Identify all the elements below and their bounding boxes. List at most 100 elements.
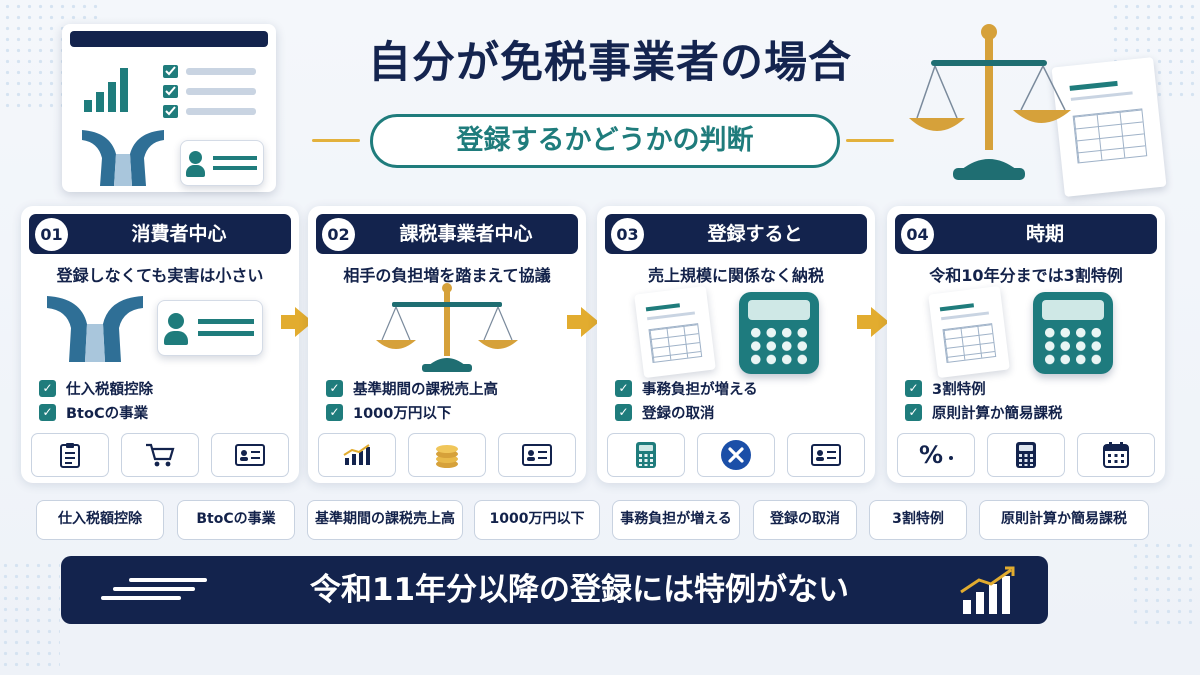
check-item: ✓事務負担が増える bbox=[615, 376, 758, 400]
calendar-icon-button[interactable] bbox=[1077, 433, 1155, 477]
checkbox-icon: ✓ bbox=[39, 379, 56, 397]
check-list: ✓事務負担が増える ✓登録の取消 bbox=[615, 376, 758, 424]
id-card-icon-button[interactable] bbox=[211, 433, 289, 477]
card-header: 02 課税事業者中心 bbox=[316, 214, 578, 254]
calculator-icon bbox=[739, 292, 819, 374]
check-item: ✓基準期間の課税売上高 bbox=[326, 376, 498, 400]
checkbox-icon: ✓ bbox=[326, 379, 343, 397]
check-item: ✓1000万円以下 bbox=[326, 400, 498, 424]
tag-chip: 登録の取消 bbox=[753, 500, 857, 540]
balance-scale-icon bbox=[909, 24, 1071, 180]
split-road-icon bbox=[82, 130, 164, 186]
check-list: ✓仕入税額控除 ✓BtoCの事業 bbox=[39, 376, 153, 424]
checkbox-icon: ✓ bbox=[39, 403, 56, 421]
check-list: ✓3割特例 ✓原則計算か簡易課税 bbox=[905, 376, 1063, 424]
step-illustration bbox=[308, 283, 586, 378]
dot-icon bbox=[949, 456, 954, 460]
coins-icon bbox=[436, 445, 458, 468]
clipboard-icon bbox=[60, 443, 80, 468]
tag-chip: 3割特例 bbox=[869, 500, 967, 540]
step-title: 課税事業者中心 bbox=[399, 223, 533, 245]
step-number: 01 bbox=[35, 218, 68, 251]
check-item: ✓3割特例 bbox=[905, 376, 1063, 400]
step-card-03: 03 登録すると 売上規模に関係なく納税 ✓事務負担が増える ✓登録の取消 bbox=[597, 206, 875, 483]
tag-chip: 原則計算か簡易課税 bbox=[979, 500, 1149, 540]
icon-row bbox=[607, 433, 865, 479]
coins-icon-button[interactable] bbox=[408, 433, 486, 477]
id-card-icon bbox=[522, 444, 552, 466]
page-subtitle: 登録するかどうかの判断 bbox=[370, 114, 840, 168]
percent-icon-button[interactable]: % bbox=[897, 433, 975, 477]
step-subtitle: 相手の負担増を踏まえて協議 bbox=[343, 266, 551, 285]
step-title: 登録すると bbox=[707, 223, 803, 245]
check-item: ✓原則計算か簡易課税 bbox=[905, 400, 1063, 424]
flow-arrow-icon bbox=[581, 307, 599, 337]
checkbox-icon: ✓ bbox=[615, 379, 632, 397]
tag-chip: 仕入税額控除 bbox=[36, 500, 164, 540]
tag-chip: BtoCの事業 bbox=[177, 500, 295, 540]
card-header: 03 登録すると bbox=[605, 214, 867, 254]
calculator-icon bbox=[1033, 292, 1113, 374]
calculator-icon-button[interactable] bbox=[987, 433, 1065, 477]
step-number: 04 bbox=[901, 218, 934, 251]
id-card-icon-button[interactable] bbox=[787, 433, 865, 477]
icon-row bbox=[31, 433, 289, 479]
step-card-04: 04 時期 令和10年分までは3割特例 ✓3割特例 ✓原則計算か簡易課税 % bbox=[887, 206, 1165, 483]
bar-chart-icon bbox=[84, 65, 256, 118]
clipboard-icon-button[interactable] bbox=[31, 433, 109, 477]
document-icon bbox=[634, 285, 716, 379]
icon-row: % bbox=[897, 433, 1155, 479]
banner-message: 令和11年分以降の登録には特例がない bbox=[309, 572, 850, 608]
step-number: 02 bbox=[322, 218, 355, 251]
calculator-icon bbox=[1016, 442, 1036, 468]
balance-scale-icon bbox=[376, 283, 518, 372]
tag-chip: 事務負担が増える bbox=[612, 500, 740, 540]
id-card-icon bbox=[235, 444, 265, 466]
step-subtitle: 売上規模に関係なく納税 bbox=[647, 266, 824, 285]
bar-chart-icon bbox=[343, 444, 370, 465]
step-illustration bbox=[597, 285, 875, 379]
step-number: 03 bbox=[611, 218, 644, 251]
cancel-x-icon bbox=[721, 440, 751, 470]
check-item: ✓BtoCの事業 bbox=[39, 400, 153, 424]
document-icon bbox=[928, 285, 1010, 379]
icon-row bbox=[318, 433, 576, 479]
calculator-icon-button[interactable] bbox=[607, 433, 685, 477]
id-card-icon bbox=[157, 300, 263, 356]
speed-lines-icon bbox=[101, 578, 207, 600]
checkbox-icon: ✓ bbox=[615, 403, 632, 421]
step-card-01: 01 消費者中心 登録しなくても実害は小さい ✓仕入税額控除 ✓BtoCの事業 bbox=[21, 206, 299, 483]
step-illustration bbox=[887, 285, 1165, 379]
id-card-icon bbox=[811, 444, 841, 466]
flow-arrow bbox=[857, 315, 871, 329]
checkbox-icon: ✓ bbox=[905, 403, 922, 421]
step-subtitle: 登録しなくても実害は小さい bbox=[56, 266, 264, 285]
flow-arrow-icon bbox=[871, 307, 889, 337]
card-header: 01 消費者中心 bbox=[29, 214, 291, 254]
tag-chip: 1000万円以下 bbox=[474, 500, 600, 540]
card-header: 04 時期 bbox=[895, 214, 1157, 254]
step-subtitle: 令和10年分までは3割特例 bbox=[929, 266, 1123, 285]
flow-arrow bbox=[567, 315, 581, 329]
calculator-icon bbox=[636, 442, 656, 468]
step-card-02: 02 課税事業者中心 相手の負担増を踏まえて協議 ✓基準期間の課税売上高 ✓10… bbox=[308, 206, 586, 483]
id-card-icon bbox=[180, 140, 264, 186]
title-divider bbox=[312, 139, 360, 142]
check-item: ✓仕入税額控除 bbox=[39, 376, 153, 400]
shopping-cart-icon bbox=[146, 443, 175, 467]
split-road-icon bbox=[47, 296, 143, 362]
dot-pattern bbox=[0, 560, 60, 670]
checkbox-icon: ✓ bbox=[905, 379, 922, 397]
percent-icon: % bbox=[918, 441, 944, 469]
bar-chart-icon-button[interactable] bbox=[318, 433, 396, 477]
step-title: 消費者中心 bbox=[131, 223, 227, 245]
checkbox-icon: ✓ bbox=[326, 403, 343, 421]
cancel-button[interactable] bbox=[697, 433, 775, 477]
id-card-icon-button[interactable] bbox=[498, 433, 576, 477]
shopping-cart-icon-button[interactable] bbox=[121, 433, 199, 477]
tag-chip: 基準期間の課税売上高 bbox=[307, 500, 463, 540]
dot-pattern bbox=[1130, 540, 1200, 630]
check-item: ✓登録の取消 bbox=[615, 400, 758, 424]
step-title: 時期 bbox=[1025, 223, 1064, 245]
title-divider bbox=[846, 139, 894, 142]
